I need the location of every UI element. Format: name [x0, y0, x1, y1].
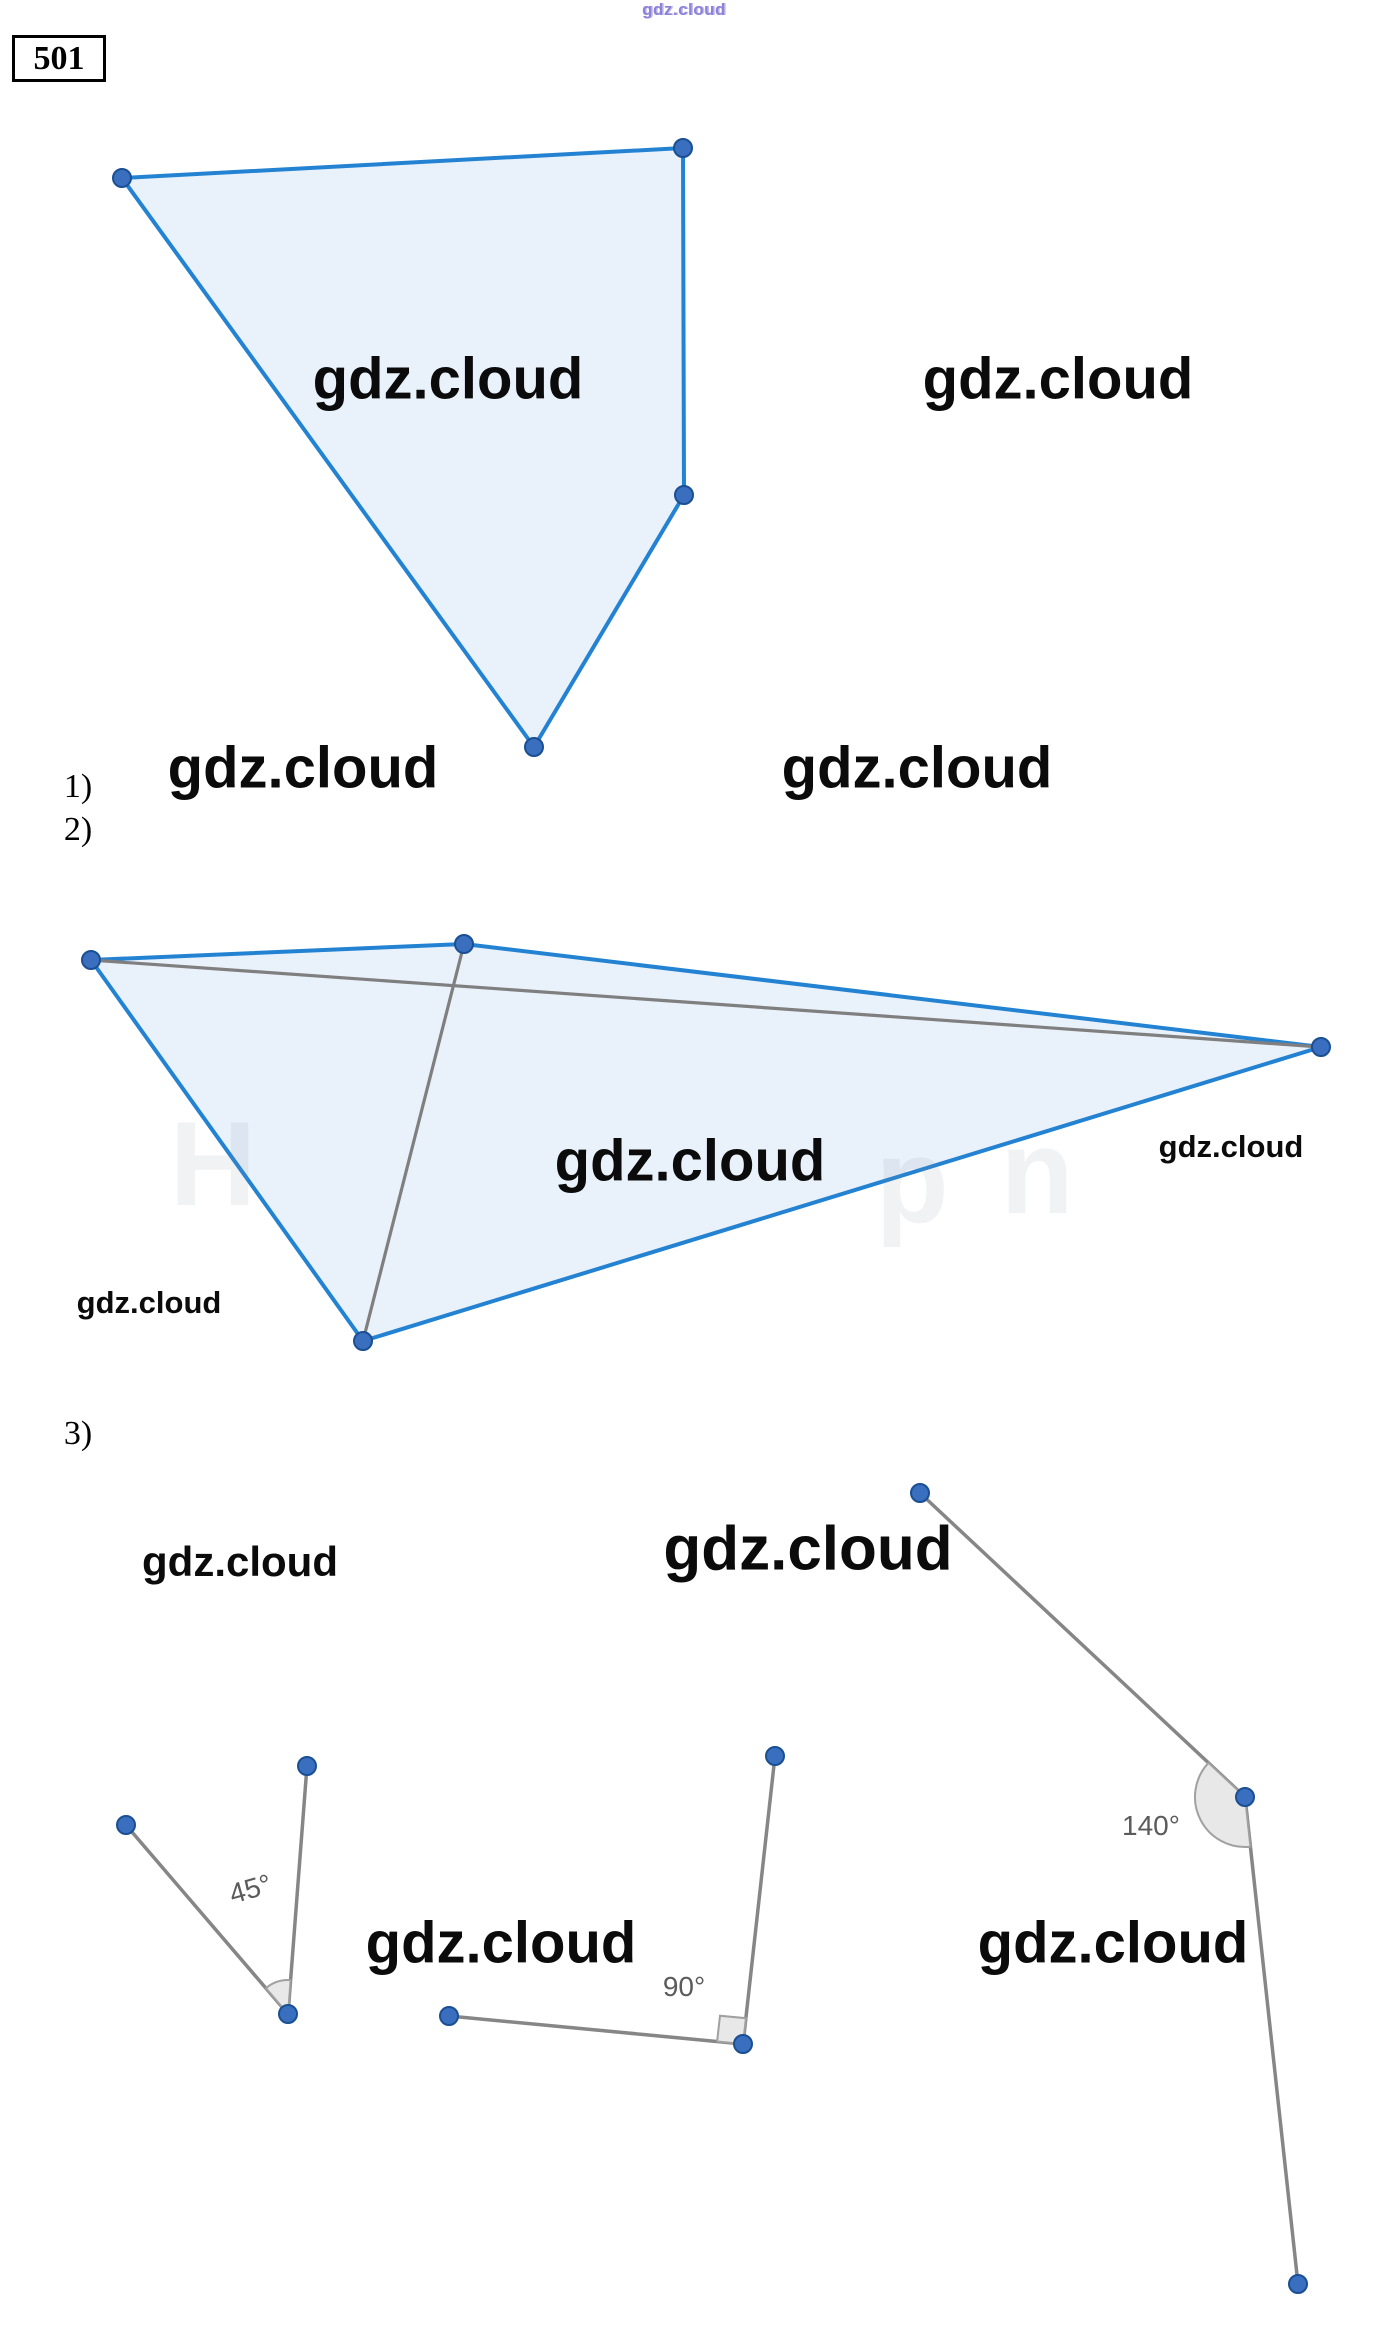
angle-ray — [918, 1491, 1247, 1799]
list-item-1-label: 1) — [63, 768, 93, 805]
vertex-point — [733, 2034, 753, 2054]
list-item-3-label: 3) — [63, 1415, 93, 1452]
list-item-2-label: 2) — [63, 811, 93, 848]
vertex-point — [674, 485, 694, 505]
vertex-point — [454, 934, 474, 954]
vertex-point — [1235, 1787, 1255, 1807]
problem-number-box: 501 — [12, 35, 106, 82]
vertex-point — [910, 1483, 930, 1503]
problem-number: 501 — [33, 39, 85, 77]
angle-ray — [1243, 1795, 1300, 2286]
vertex-point — [116, 1815, 136, 1835]
vertex-point — [1288, 2274, 1308, 2294]
angle-ray — [741, 1754, 777, 2046]
angle-degree-label: 90° — [663, 1971, 705, 2002]
vertex-point — [439, 2006, 459, 2026]
vertex-point — [765, 1746, 785, 1766]
top-site-watermark: gdz.cloud — [642, 0, 726, 19]
angle-ray — [124, 1823, 290, 2016]
quadrilateral-figure-1 — [120, 146, 686, 749]
diagonal-line — [90, 958, 1322, 1049]
vertex-point — [278, 2004, 298, 2024]
vertex-point — [1311, 1037, 1331, 1057]
angle-ray — [447, 2014, 745, 2046]
vertex-point — [524, 737, 544, 757]
vertex-point — [112, 168, 132, 188]
vertex-point — [297, 1756, 317, 1776]
angle-arc-marker — [1194, 1761, 1252, 1848]
vertex-point — [673, 138, 693, 158]
angle-degree-label: 45° — [226, 1868, 275, 1909]
diagonal-line — [361, 943, 466, 1342]
vertex-point — [353, 1331, 373, 1351]
vertex-point — [81, 950, 101, 970]
angle-degree-label: 140° — [1122, 1810, 1180, 1841]
angle-ray — [286, 1764, 309, 2016]
